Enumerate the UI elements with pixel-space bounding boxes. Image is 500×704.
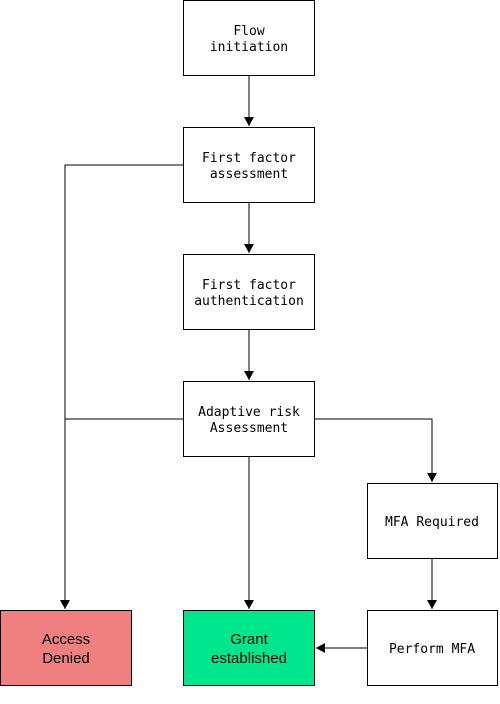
edge-adaptive-risk-to-mfa-required [315, 418, 437, 482]
node-first-factor-assessment: First factor assessment [183, 127, 315, 203]
node-perform-mfa: Perform MFA [367, 610, 498, 686]
node-flow-initiation: Flow initiation [183, 0, 315, 76]
node-grant-established-line-2: established [211, 650, 287, 667]
node-adaptive-risk-assessment-line-2: Assessment [210, 421, 288, 436]
node-mfa-required: MFA Required [367, 483, 498, 559]
node-first-factor-authentication-line-1: First factor [202, 278, 296, 293]
node-flow-initiation-line-2: initiation [210, 40, 288, 55]
node-first-factor-assessment-line-1: First factor [202, 151, 296, 166]
node-first-factor-assessment-line-2: assessment [210, 167, 288, 182]
node-perform-mfa-line-1: Perform MFA [389, 642, 475, 657]
connectors [60, 76, 437, 653]
node-first-factor-authentication: First factor authentication [183, 254, 315, 330]
node-grant-established: Grant established [183, 610, 315, 686]
node-access-denied: Access Denied [0, 610, 132, 686]
node-access-denied-line-1: Access [42, 631, 90, 648]
node-first-factor-authentication-line-2: authentication [194, 294, 304, 309]
node-access-denied-line-2: Denied [42, 650, 90, 667]
node-adaptive-risk-assessment: Adaptive risk Assessment [183, 381, 315, 457]
node-mfa-required-line-1: MFA Required [385, 515, 479, 530]
node-grant-established-line-1: Grant [230, 631, 268, 648]
node-adaptive-risk-assessment-line-1: Adaptive risk [198, 405, 300, 420]
edge-first-factor-assessment-to-access-denied [60, 164, 183, 609]
node-flow-initiation-line-1: Flow [233, 24, 264, 39]
